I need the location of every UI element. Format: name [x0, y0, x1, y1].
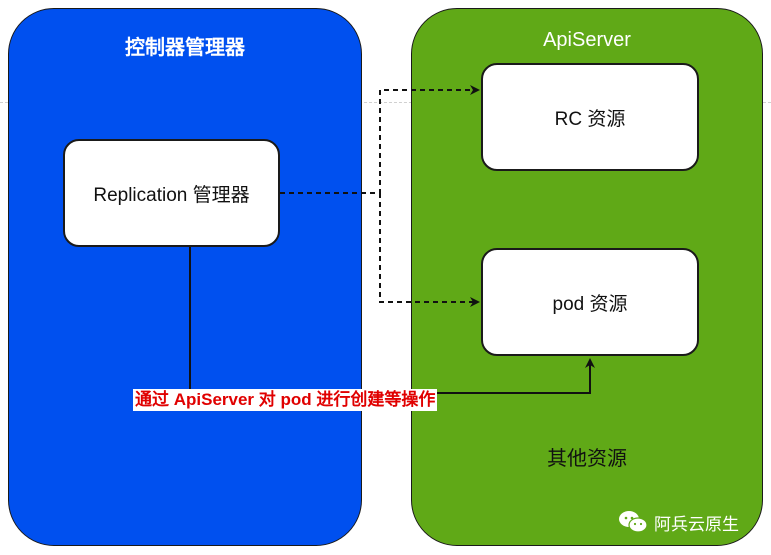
replication-manager-box: Replication 管理器 — [63, 139, 280, 247]
background-guide-line — [0, 102, 771, 103]
rc-resource-box: RC 资源 — [481, 63, 699, 171]
controller-manager-panel: 控制器管理器 — [8, 8, 362, 546]
watermark: 阿兵云原生 — [618, 509, 739, 535]
wechat-icon — [619, 511, 648, 533]
watermark-text: 阿兵云原生 — [654, 514, 739, 534]
other-resources-label: 其他资源 — [547, 448, 627, 470]
dashed-link-to-rc — [280, 85, 480, 194]
controller-manager-title: 控制器管理器 — [125, 37, 245, 59]
solid-link-to-pod — [189, 247, 595, 394]
operation-label: 通过 ApiServer 对 pod 进行创建等操作 — [133, 389, 438, 411]
rc-resource-label: RC 资源 — [554, 108, 626, 130]
apiserver-title: ApiServer — [543, 29, 631, 51]
replication-manager-label: Replication 管理器 — [93, 184, 250, 206]
pod-resource-label: pod 资源 — [552, 293, 628, 315]
dashed-link-to-pod — [379, 193, 480, 307]
pod-resource-box: pod 资源 — [481, 248, 699, 356]
